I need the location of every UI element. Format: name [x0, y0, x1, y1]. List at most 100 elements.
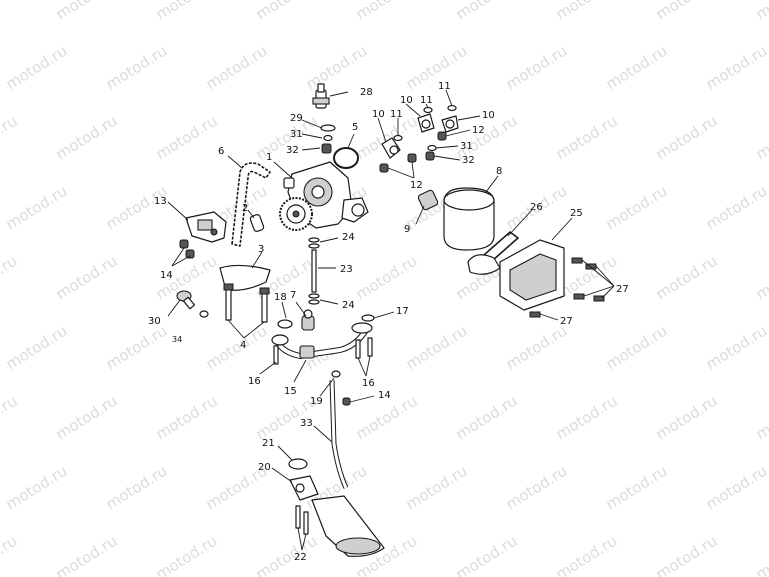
callout-17: 17 — [396, 306, 409, 317]
callout-32-left: 32 — [286, 145, 299, 156]
watermark-text: motod.ru — [703, 462, 769, 514]
callout-10-middle: 10 — [400, 95, 413, 106]
watermark-text: motod.ru — [403, 462, 471, 514]
part-14-screws — [179, 239, 195, 259]
watermark-text: motod.ru — [753, 252, 769, 304]
callout-12-right: 12 — [472, 125, 485, 136]
watermark-text: motod.ru — [353, 0, 421, 23]
watermark-text: motod.ru — [753, 0, 769, 23]
callout-25: 25 — [570, 208, 583, 219]
part-9-union — [417, 189, 439, 211]
callout-27-lower: 27 — [560, 316, 573, 327]
callout-14-upper: 14 — [160, 270, 173, 281]
part-21-gasket — [288, 458, 308, 470]
part-30-plug — [176, 290, 196, 310]
part-15-oil-pipe — [271, 322, 373, 359]
part-20-flange — [289, 475, 319, 501]
watermark-text: motod.ru — [653, 392, 721, 444]
watermark-text: motod.ru — [53, 0, 121, 23]
watermark-text: motod.ru — [103, 182, 171, 234]
callout-13: 13 — [154, 196, 167, 207]
watermark-text: motod.ru — [403, 322, 471, 374]
watermark-text: motod.ru — [203, 42, 271, 94]
watermark-text: motod.ru — [0, 0, 20, 23]
callout-20: 20 — [258, 462, 271, 473]
watermark-text: motod.ru — [3, 182, 71, 234]
callout-24-lower: 24 — [342, 300, 355, 311]
part-32-plug — [321, 143, 332, 154]
part-8-oil-filter — [443, 187, 495, 251]
watermark-text: motod.ru — [153, 392, 221, 444]
callout-11-left: 11 — [390, 109, 403, 120]
watermark-text: motod.ru — [103, 322, 171, 374]
watermark-text: motod.ru — [453, 0, 521, 23]
callout-1: 1 — [266, 152, 272, 163]
callout-19: 19 — [310, 396, 323, 407]
callout-7: 7 — [290, 290, 296, 301]
watermark-text: motod.ru — [153, 112, 221, 164]
leader-lines — [167, 89, 615, 551]
part-10-banjo-middle — [417, 113, 435, 133]
callout-10-left: 10 — [372, 109, 385, 120]
watermark-text: motod.ru — [0, 532, 20, 577]
callout-16-right: 16 — [362, 378, 375, 389]
callout-4: 4 — [240, 340, 246, 351]
watermark-text: motod.ru — [753, 112, 769, 164]
watermark-text: motod.ru — [603, 42, 671, 94]
watermark-text: motod.ru — [53, 112, 121, 164]
watermark-text: motod.ru — [703, 42, 769, 94]
watermark-text: motod.ru — [253, 0, 321, 23]
watermark-text: motod.ru — [3, 462, 71, 514]
part-5-oring — [333, 147, 359, 169]
watermark-text: motod.ru — [103, 462, 171, 514]
watermark-text: motod.ru — [0, 392, 20, 444]
part-13-chain-guide — [185, 211, 227, 243]
callout-11-right: 11 — [438, 81, 451, 92]
callout-24-upper: 24 — [342, 232, 355, 243]
part-28-fitting — [312, 83, 330, 109]
callout-34: 34 — [172, 335, 182, 344]
part-31-washer — [323, 134, 333, 142]
part-2-pin — [249, 214, 265, 232]
callout-5: 5 — [352, 122, 358, 133]
callout-11-middle: 11 — [420, 95, 433, 106]
watermark-text: motod.ru — [453, 532, 521, 577]
watermark-text: motod.ru — [553, 532, 621, 577]
watermark-text: motod.ru — [503, 42, 571, 94]
part-31-32-right — [425, 144, 437, 161]
watermark-text: motod.ru — [0, 112, 20, 164]
callout-28: 28 — [360, 87, 373, 98]
callout-10-right: 10 — [482, 110, 495, 121]
watermark-text: motod.ru — [0, 252, 20, 304]
callout-3: 3 — [258, 244, 264, 255]
part-14-screw-lower — [342, 397, 351, 406]
watermark-text: motod.ru — [453, 392, 521, 444]
part-6-chain — [231, 162, 271, 247]
watermark-text: motod.ru — [553, 0, 621, 23]
part-4-bolts — [223, 283, 270, 323]
watermark-text: motod.ru — [53, 252, 121, 304]
callout-29: 29 — [290, 113, 303, 124]
part-10-banjo-right — [441, 115, 459, 133]
watermark-text: motod.ru — [303, 42, 371, 94]
callout-26: 26 — [530, 202, 543, 213]
watermark-text: motod.ru — [603, 462, 671, 514]
part-10-banjo-left — [381, 137, 401, 159]
watermark-text: motod.ru — [703, 322, 769, 374]
part-34-washer — [199, 310, 209, 318]
watermark-text: motod.ru — [653, 112, 721, 164]
watermark-text: motod.ru — [53, 532, 121, 577]
callout-8: 8 — [496, 166, 502, 177]
callout-labels: 28 29 31 32 5 1 6 2 13 14 3 30 34 4 24 2… — [148, 81, 629, 563]
part-18-gasket — [277, 319, 293, 329]
watermark-text: motod.ru — [703, 182, 769, 234]
part-29-ring — [320, 124, 336, 132]
watermark-text: motod.ru — [553, 392, 621, 444]
watermark-text: motod.ru — [603, 182, 671, 234]
callout-31-right: 31 — [460, 141, 473, 152]
callout-32-right: 32 — [462, 155, 475, 166]
part-1-sprocket — [279, 197, 313, 231]
